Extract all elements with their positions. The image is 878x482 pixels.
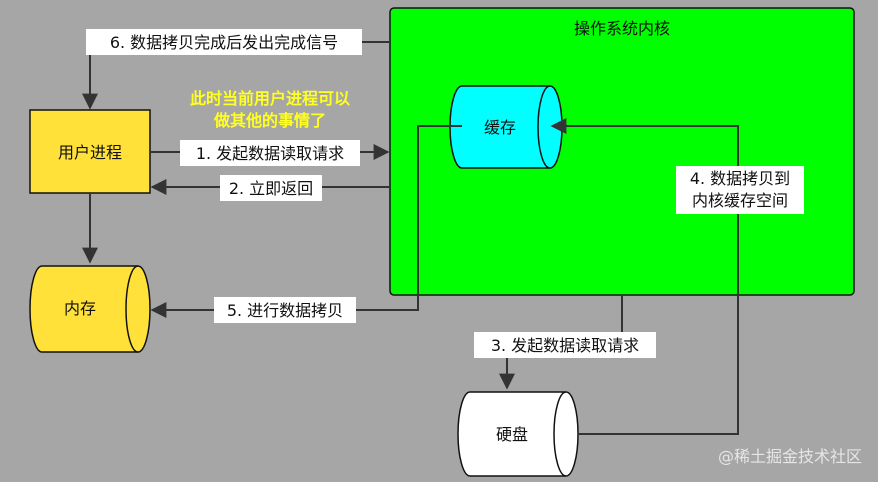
step4-label-line1: 4. 数据拷贝到	[690, 169, 790, 188]
step2-label-bg	[220, 175, 322, 201]
step4-label-line2: 内核缓存空间	[692, 191, 788, 210]
step3-label: 3. 发起数据读取请求	[491, 336, 639, 355]
user-process-box	[29, 109, 151, 194]
watermark: @稀土掘金技术社区	[718, 447, 862, 466]
step2-label: 2. 立即返回	[229, 179, 313, 198]
step6-label-bg	[86, 29, 362, 55]
step5-label: 5. 进行数据拷贝	[227, 301, 343, 320]
arrow-step4	[550, 118, 739, 435]
kernel-title: 操作系统内核	[574, 19, 670, 38]
step1-label: 1. 发起数据读取请求	[196, 144, 344, 163]
step5-label-bg	[214, 297, 356, 323]
cache-cylinder: 缓存	[449, 85, 563, 169]
step1-label-bg	[180, 140, 360, 166]
cache-label: 缓存	[484, 118, 516, 137]
memory-cylinder: 内存	[29, 265, 151, 353]
note-line1: 此时当前用户进程可以	[190, 89, 350, 108]
disk-cylinder: 硬盘	[457, 391, 579, 477]
note-line2: 做其他的事情了	[213, 111, 326, 130]
user-process-label: 用户进程	[58, 143, 122, 162]
step6-label: 6. 数据拷贝完成后发出完成信号	[110, 33, 338, 52]
disk-label: 硬盘	[496, 425, 528, 444]
memory-label: 内存	[64, 299, 96, 318]
step3-label-bg	[474, 332, 656, 358]
step4-label-bg	[676, 166, 804, 214]
